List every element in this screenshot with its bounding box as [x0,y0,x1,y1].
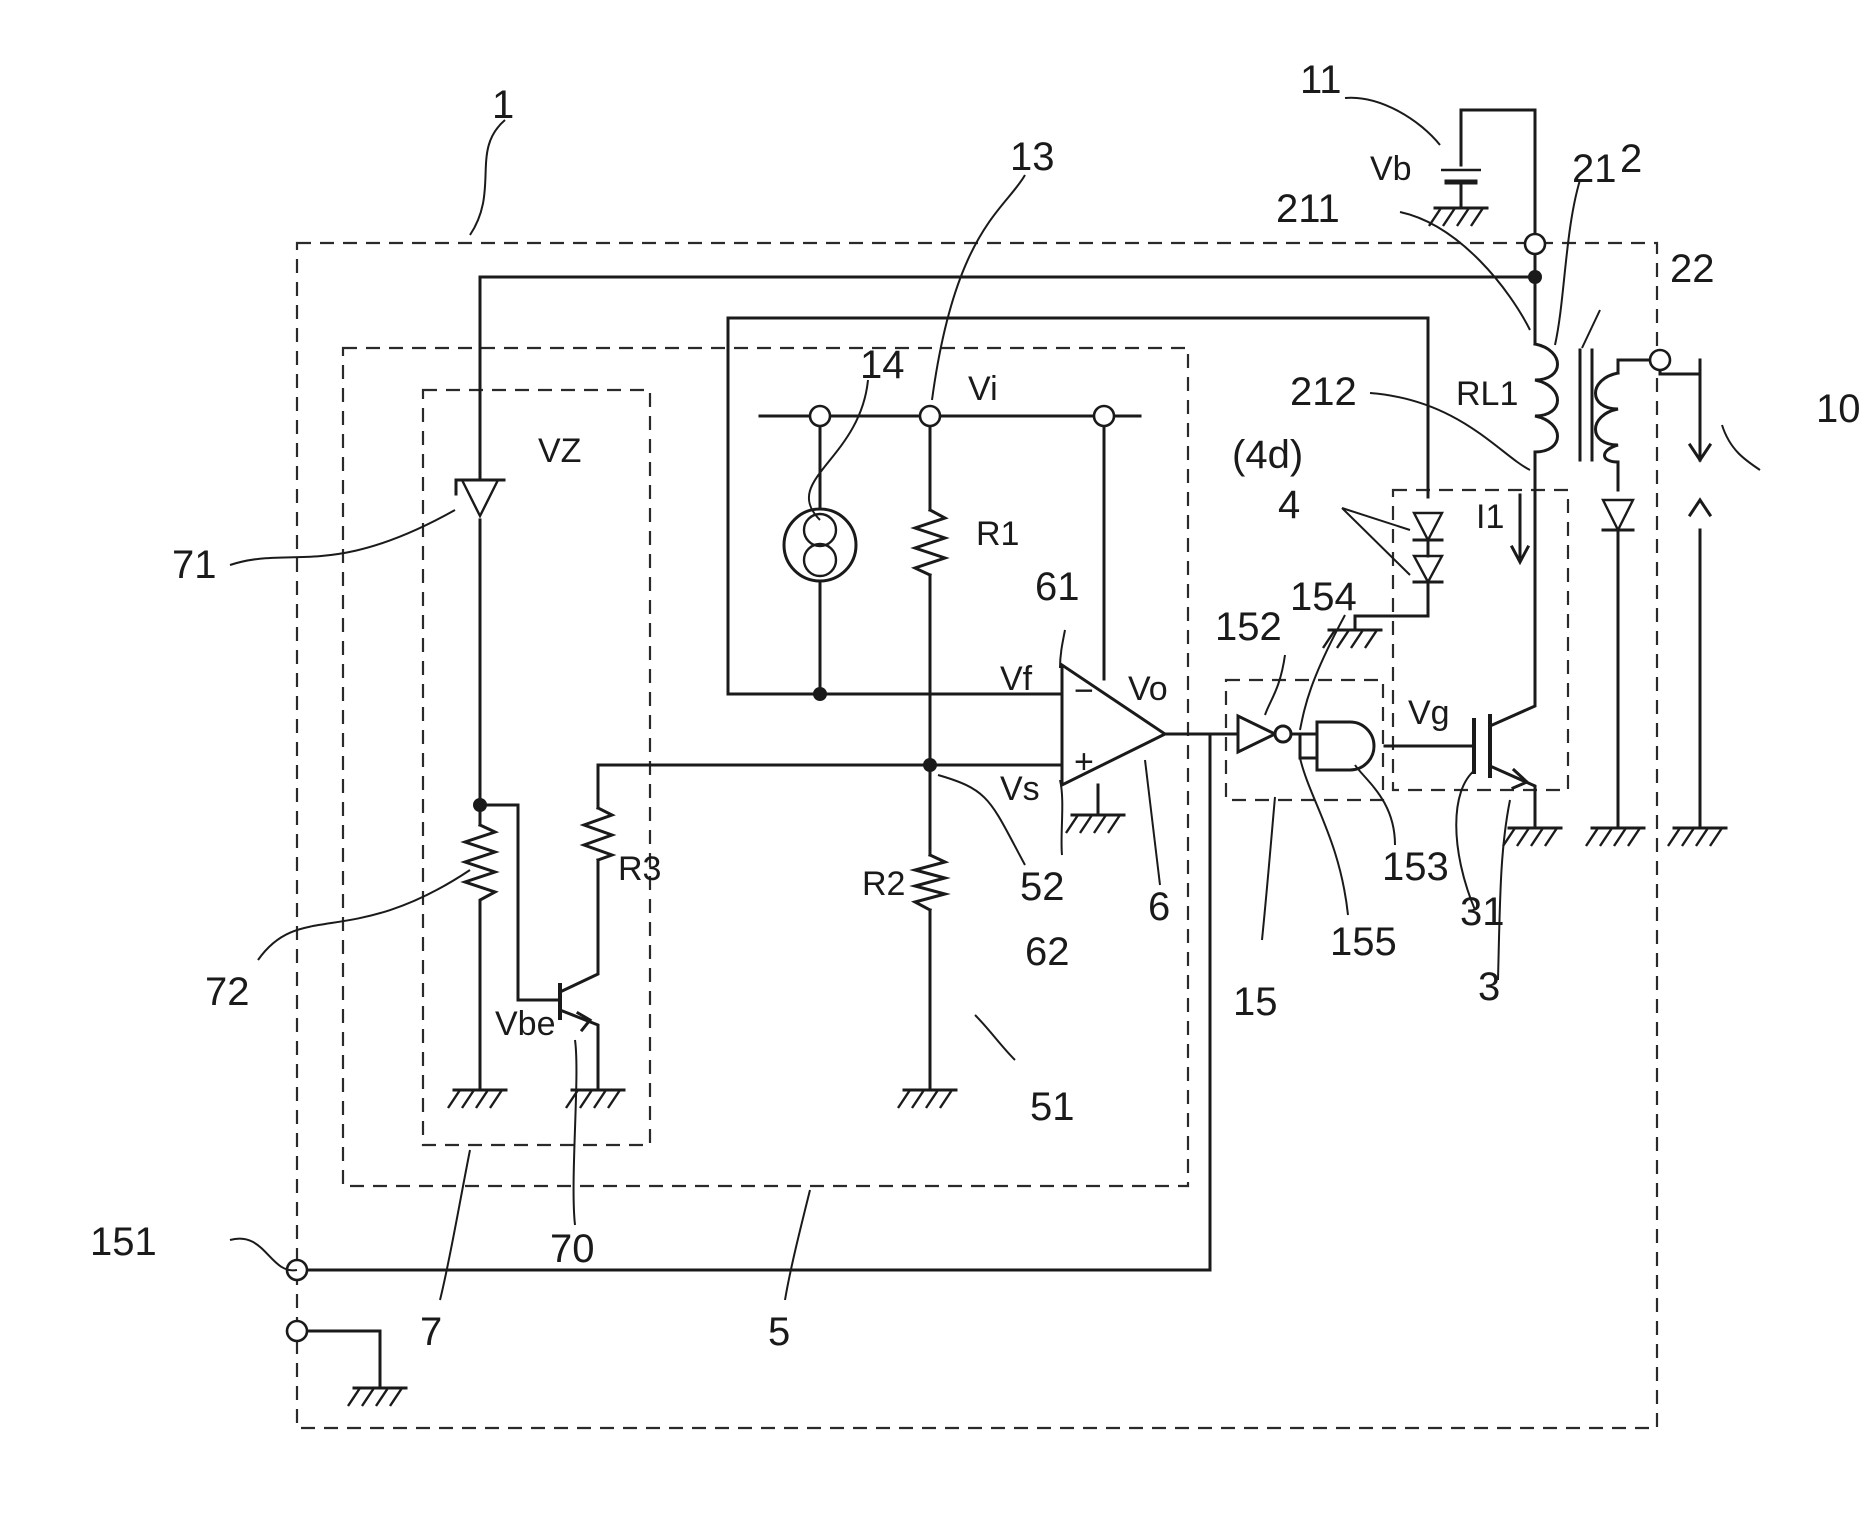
resistor-R3 [584,808,612,860]
ref-155: 155 [1330,920,1397,964]
label-R1: R1 [976,515,1019,553]
primary-coil-21 [1535,344,1558,470]
ref-52: 52 [1020,865,1065,909]
ref-211: 211 [1276,187,1340,231]
label-Vi: Vi [968,370,998,408]
ref-22: 22 [1670,247,1715,291]
current-arrow-I1 [1512,495,1528,562]
ref-153: 153 [1382,845,1449,889]
ref-151: 151 [90,1220,157,1264]
ref-2: 2 [1620,137,1642,181]
ref-62: 62 [1025,930,1070,974]
ref-4: 4 [1278,483,1300,527]
ref-71: 71 [172,543,217,587]
label-Vbe: Vbe [495,1005,556,1043]
label-Vo: Vo [1128,670,1168,708]
ref-1: 1 [492,83,514,127]
resistor-R1 [915,510,945,575]
ref-72: 72 [205,970,250,1014]
label-Vs: Vs [1000,770,1040,808]
ref-11: 11 [1300,58,1342,102]
label-I1: I1 [1476,498,1504,536]
ref-31: 31 [1460,890,1505,934]
label-VZ: VZ [538,432,581,470]
zener-diode-71 [456,480,504,516]
resistor-72 [465,825,495,905]
ref-6: 6 [1148,885,1170,929]
ref-15: 15 [1233,980,1278,1024]
diodes-4 [1414,513,1442,582]
ref-14: 14 [860,343,905,387]
ref-152: 152 [1215,605,1282,649]
ref-61: 61 [1035,565,1080,609]
svg-text:+: + [1074,743,1094,781]
secondary-diode [1603,500,1633,530]
ref-154: 154 [1290,575,1357,619]
ref-13: 13 [1010,135,1055,179]
ref-212: 212 [1290,370,1357,414]
secondary-coil-22 [1596,373,1619,462]
ref-70: 70 [550,1227,595,1271]
label-Vf: Vf [1000,660,1033,698]
block-1-boundary [297,243,1657,1428]
label-R2: R2 [862,865,905,903]
transistor-70-arrow [578,1013,590,1030]
label-R3: R3 [618,850,661,888]
ref-10: 10 [1816,387,1861,431]
ref-51: 51 [1030,1085,1075,1129]
label-Vg: Vg [1408,694,1450,732]
ref-7: 7 [420,1310,442,1354]
resistor-R2 [915,855,945,910]
and-gate-153 [1317,722,1374,770]
ref-4d: (4d) [1232,433,1303,477]
ref-3: 3 [1478,965,1500,1009]
symbol-labels: Vb Vi VZ R1 Vf Vo Vg Vs R3 R2 Vbe RL1 I1 [495,150,1518,1043]
ref-21: 21 [1572,147,1617,191]
not-gate-152 [1238,716,1291,752]
reference-labels: 1 11 13 14 211 21 2 22 10 212 (4d) 4 154… [90,58,1861,1354]
svg-text:−: − [1074,672,1094,710]
wires [297,110,1700,1388]
ref-5: 5 [768,1310,790,1354]
label-Vb: Vb [1370,150,1412,188]
label-RL1: RL1 [1456,375,1518,413]
